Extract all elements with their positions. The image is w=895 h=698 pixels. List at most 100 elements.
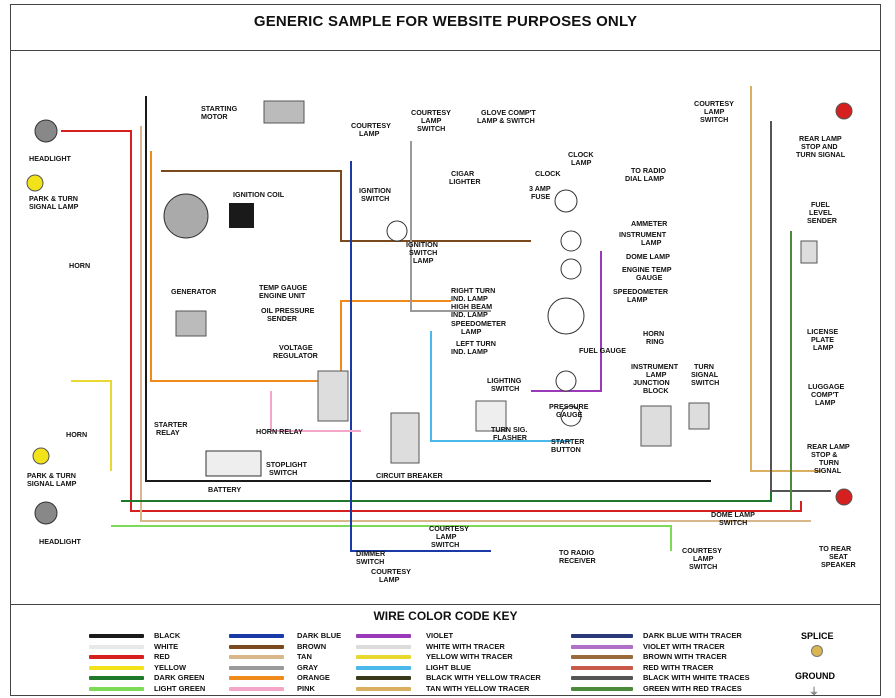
label-luggage-3: LAMP bbox=[815, 398, 836, 407]
label-starting-motor-1: STARTING bbox=[201, 104, 238, 113]
wire-color-label: RED WITH TRACER bbox=[643, 662, 714, 672]
wire-color-label: TAN WITH YELLOW TRACER bbox=[426, 683, 530, 693]
wire-gray bbox=[410, 141, 491, 312]
wire-color-label: VIOLET bbox=[426, 631, 454, 640]
wire-color-label: ORANGE bbox=[297, 673, 330, 683]
label-rear-speaker-1: TO REAR bbox=[819, 544, 852, 553]
wire-swatch bbox=[89, 665, 144, 670]
label-left-turn-2: IND. LAMP bbox=[451, 347, 488, 356]
label-courtesy-lamp-top-2: LAMP bbox=[359, 129, 380, 138]
component-symbols bbox=[26, 100, 853, 525]
label-turn-signal-1: TURN bbox=[694, 362, 714, 371]
rear-lamp-bottom-icon bbox=[835, 488, 853, 506]
wire-swatch bbox=[89, 644, 144, 649]
label-headlight-top: HEADLIGHT bbox=[29, 154, 72, 163]
wire-swatch bbox=[356, 676, 411, 681]
label-cigar-lighter-1: CIGAR bbox=[451, 169, 475, 178]
label-pressure-gauge-2: GAUGE bbox=[556, 410, 583, 419]
label-junction-4: BLOCK bbox=[643, 386, 669, 395]
label-courtesy-top-right-2: LAMP bbox=[704, 107, 725, 116]
wire-swatch bbox=[571, 676, 633, 681]
wire-color-label: DARK BLUE bbox=[297, 631, 342, 640]
starting-motor-icon bbox=[263, 100, 305, 124]
label-lighting-switch-2: SWITCH bbox=[491, 384, 519, 393]
ammeter-icon bbox=[560, 230, 582, 252]
label-cigar-lighter-2: LIGHTER bbox=[449, 177, 481, 186]
headlight-top-icon bbox=[34, 119, 58, 143]
circuit-breaker-icon bbox=[390, 412, 420, 464]
label-rear-lamp-bottom-2: STOP & bbox=[811, 450, 838, 459]
engine-temp-gauge-icon bbox=[560, 258, 582, 280]
label-fuse-2: FUSE bbox=[531, 192, 550, 201]
label-license-1: LICENSE bbox=[807, 327, 838, 336]
wire-color-label: PINK bbox=[297, 683, 315, 693]
label-license-2: PLATE bbox=[811, 335, 834, 344]
label-speedo-lamp2-1: SPEEDOMETER bbox=[451, 319, 507, 328]
label-instrument-lamp-2: LAMP bbox=[641, 238, 662, 247]
label-engine-temp-1: ENGINE TEMP bbox=[622, 265, 672, 274]
wire-swatch bbox=[89, 686, 144, 691]
wire-color-label: BROWN WITH TRACER bbox=[643, 652, 727, 662]
wire-swatch bbox=[229, 655, 284, 660]
label-courtesy-switch-right-3: SWITCH bbox=[689, 562, 717, 571]
label-park-turn-bottom-2: SIGNAL LAMP bbox=[27, 479, 77, 488]
label-dimmer-2: SWITCH bbox=[356, 557, 384, 566]
label-horn-ring-2: RING bbox=[646, 337, 664, 346]
label-radio-dial-1: TO RADIO bbox=[631, 166, 666, 175]
wire-color-label: RED bbox=[154, 652, 170, 662]
wire-color-label: GREEN WITH RED TRACES bbox=[643, 683, 742, 693]
label-courtesy-switch-right-2: LAMP bbox=[693, 554, 714, 563]
label-left-turn-1: LEFT TURN bbox=[456, 339, 496, 348]
label-courtesy-switch-2: LAMP bbox=[421, 116, 442, 125]
wire-swatch bbox=[571, 655, 633, 660]
wire-swatch bbox=[229, 686, 284, 691]
distributor-icon bbox=[163, 193, 209, 239]
label-rear-speaker-2: SEAT bbox=[829, 552, 848, 561]
label-voltage-reg-1: VOLTAGE bbox=[279, 343, 313, 352]
wire-swatch bbox=[89, 676, 144, 681]
label-dimmer-1: DIMMER bbox=[356, 549, 386, 558]
label-glove-compt-2: LAMP & SWITCH bbox=[477, 116, 535, 125]
wire-lightblue bbox=[430, 331, 571, 442]
wire-violet bbox=[531, 251, 602, 392]
label-dome-lamp: DOME LAMP bbox=[626, 252, 670, 261]
wire-color-label: BLACK WITH WHITE TRACES bbox=[643, 673, 750, 683]
lighting-switch-icon bbox=[475, 400, 507, 432]
wire-color-label: LIGHT GREEN bbox=[154, 683, 206, 693]
label-speedo-lamp-1: SPEEDOMETER bbox=[613, 287, 669, 296]
label-radio-receiver-1: TO RADIO bbox=[559, 548, 594, 557]
label-fuel-sender-2: LEVEL bbox=[809, 208, 833, 217]
wire-swatch bbox=[571, 644, 633, 649]
generator-icon bbox=[175, 310, 207, 337]
wire-color-label: LIGHT BLUE bbox=[426, 662, 471, 672]
wire-swatch bbox=[229, 665, 284, 670]
ground-label: GROUND bbox=[795, 671, 835, 681]
wire-harness bbox=[61, 86, 831, 552]
label-license-3: LAMP bbox=[813, 343, 834, 352]
label-courtesy-switch-1: COURTESY bbox=[411, 108, 451, 117]
key-title: WIRE COLOR CODE KEY bbox=[373, 609, 518, 623]
wire-rearbundle bbox=[750, 86, 821, 472]
label-rear-lamp-bottom-4: SIGNAL bbox=[814, 466, 842, 475]
wire-brown bbox=[161, 170, 531, 242]
label-courtesy-lamp-low-1: COURTESY bbox=[371, 567, 411, 576]
wire-color-label: BROWN bbox=[297, 641, 327, 651]
wire-swatch bbox=[89, 655, 144, 660]
label-starter-relay-2: RELAY bbox=[156, 428, 180, 437]
park-lamp-bottom-icon bbox=[32, 447, 50, 465]
turn-signal-switch-icon bbox=[688, 402, 710, 430]
wire-color-label: TAN bbox=[297, 652, 312, 662]
wire-color-label: GRAY bbox=[297, 662, 318, 672]
label-voltage-reg-2: REGULATOR bbox=[273, 351, 319, 360]
label-turn-signal-2: SIGNAL bbox=[691, 370, 719, 379]
wire-color-label: BLACK WITH YELLOW TRACER bbox=[426, 673, 541, 683]
wire-yellow bbox=[71, 380, 112, 471]
diagram-frame: HEADLIGHT PARK & TURN SIGNAL LAMP HORN H… bbox=[10, 50, 881, 605]
label-clock: CLOCK bbox=[535, 169, 561, 178]
label-radio-dial-2: DIAL LAMP bbox=[625, 174, 664, 183]
label-junction-3: JUNCTION bbox=[633, 378, 670, 387]
wire-swatch bbox=[356, 655, 411, 660]
label-luggage-1: LUGGAGE bbox=[808, 382, 845, 391]
wire-color-label: YELLOW WITH TRACER bbox=[426, 652, 513, 662]
